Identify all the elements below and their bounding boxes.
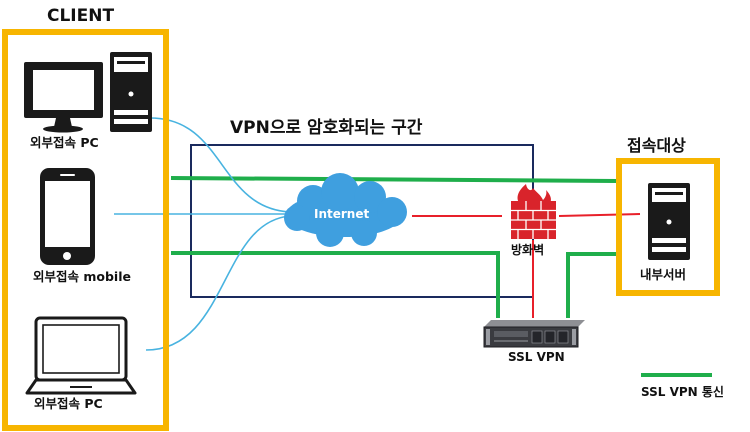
tower-slot	[117, 61, 145, 64]
cloud-puff-4	[377, 197, 407, 227]
firewall-links	[412, 213, 641, 318]
rack-bay-2	[544, 330, 556, 344]
cloud-puff-7	[351, 220, 377, 246]
ssl-line-right	[566, 252, 617, 318]
tower-drive-1	[114, 110, 148, 115]
laptop-screen	[42, 324, 120, 374]
ssl-vpn-lines	[170, 176, 712, 377]
server-drive-1	[652, 238, 686, 243]
server-power	[666, 219, 672, 225]
monitor-base	[43, 125, 83, 133]
internet-label: Internet	[314, 207, 370, 221]
internal-server-label: 내부서버	[640, 267, 687, 282]
desktop-pc-icon	[24, 62, 103, 133]
server-slot	[655, 192, 683, 195]
ssl-vpn-label: SSL VPN	[508, 350, 565, 364]
vpn-region-label: VPN으로 암호화되는 구간	[230, 118, 423, 138]
rack-top	[484, 320, 585, 327]
server-tower-icon	[648, 183, 690, 260]
mobile-label: 외부접속 mobile	[33, 269, 131, 284]
legend-label: SSL VPN 통신	[641, 385, 724, 399]
phone-home-button	[63, 252, 71, 260]
firewall-mortar	[511, 201, 556, 239]
firewall-flame	[517, 184, 551, 203]
rack-bay-1	[531, 330, 543, 344]
tower-drive-2	[114, 119, 148, 124]
monitor-neck	[54, 118, 72, 127]
client-frame	[2, 29, 169, 431]
cloud-puff-2	[321, 173, 359, 211]
phone-screen	[45, 181, 90, 247]
monitor-screen	[33, 70, 94, 110]
tower-panel	[114, 57, 148, 72]
link-pc-bottom	[145, 215, 291, 351]
firewall-icon	[511, 184, 556, 239]
pc-bottom-label: 외부접속 PC	[34, 396, 103, 411]
tower-pc-icon	[110, 52, 152, 132]
ssl-line-top	[170, 176, 618, 183]
laptop-icon	[25, 316, 137, 395]
rack-bay-3	[557, 330, 569, 344]
phone-speaker	[60, 174, 75, 176]
pc-top-label: 외부접속 PC	[30, 135, 99, 150]
rack-panel	[494, 331, 528, 337]
cloud-puff-6	[316, 219, 344, 247]
client-label: CLIENT	[47, 6, 115, 26]
target-label: 접속대상	[627, 136, 686, 155]
cloud-puff-3	[354, 181, 386, 213]
firewall-label: 방화벽	[511, 243, 545, 257]
link-firewall-server	[558, 213, 641, 217]
server-drive-2	[652, 247, 686, 252]
ssl-line-left	[171, 251, 500, 318]
target-frame	[616, 158, 720, 296]
smartphone-icon	[40, 168, 95, 265]
cloud-icon	[284, 173, 407, 247]
link-pc-top	[149, 117, 291, 213]
rack-handle-left	[486, 329, 490, 345]
client-links	[114, 117, 291, 351]
rack-handle-right	[572, 329, 576, 345]
tower-power	[128, 91, 134, 97]
cloud-puff-5	[284, 205, 310, 231]
rack-server-icon	[483, 320, 585, 348]
